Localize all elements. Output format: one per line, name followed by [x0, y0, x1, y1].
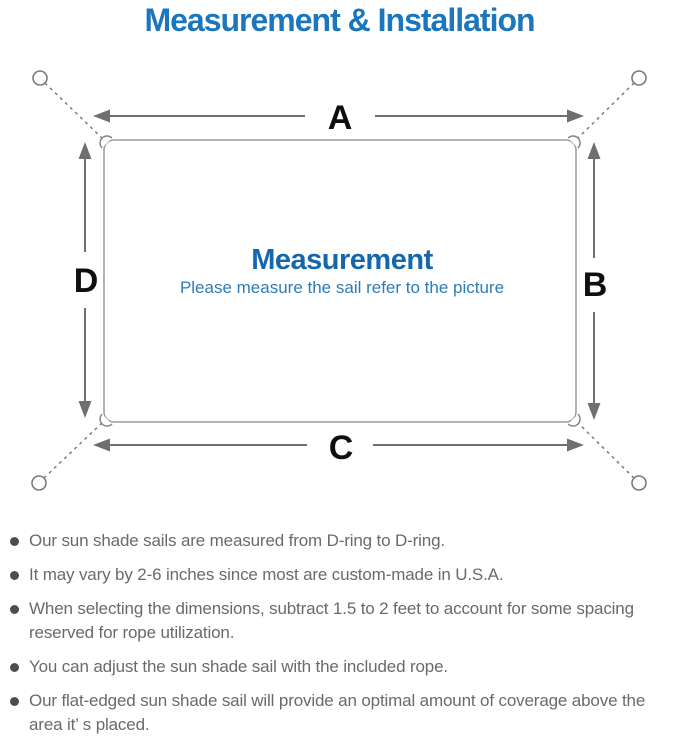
bullet-icon: [10, 605, 19, 614]
tension-line-bottom-left: [43, 421, 104, 479]
page-title: Measurement & Installation: [144, 2, 535, 38]
d-ring-icon-bottom-right: [567, 413, 581, 427]
edge-label-a: A: [328, 99, 353, 137]
anchor-point-circle-top-left: [32, 70, 48, 86]
d-ring-icon-top-right: [567, 135, 581, 149]
d-ring-icon-top-left: [99, 135, 113, 149]
measurement-diagram: A C D B Measurement Please measure the s…: [31, 70, 647, 491]
note-text: When selecting the dimensions, subtract …: [29, 599, 634, 642]
dimension-arrow-d: [78, 142, 92, 418]
tension-line-top-left: [44, 82, 104, 140]
note-text: Our sun shade sails are measured from D-…: [29, 531, 445, 550]
note-item: Our sun shade sails are measured from D-…: [8, 529, 673, 553]
notes-list: Our sun shade sails are measured from D-…: [8, 529, 673, 747]
bullet-icon: [10, 571, 19, 580]
bullet-icon: [10, 663, 19, 672]
edge-label-b: B: [583, 266, 608, 304]
note-item: It may vary by 2-6 inches since most are…: [8, 563, 673, 587]
note-item: When selecting the dimensions, subtract …: [8, 597, 673, 645]
note-text: Our flat-edged sun shade sail will provi…: [29, 691, 646, 734]
note-text: You can adjust the sun shade sail with t…: [29, 657, 448, 676]
sail-outline: [103, 139, 577, 423]
diagram-center-heading: Measurement: [251, 244, 433, 276]
diagram-center-subtitle: Please measure the sail refer to the pic…: [180, 278, 504, 297]
bullet-icon: [10, 697, 19, 706]
tension-line-bottom-right: [576, 421, 635, 479]
note-item: Our flat-edged sun shade sail will provi…: [8, 689, 673, 737]
dimension-arrow-c: [93, 438, 584, 452]
d-ring-icon-bottom-left: [99, 413, 113, 427]
note-text: It may vary by 2-6 inches since most are…: [29, 565, 504, 584]
dimension-arrow-b: [587, 142, 601, 420]
edge-label-c: C: [329, 429, 354, 467]
edge-label-d: D: [74, 262, 99, 300]
bullet-icon: [10, 537, 19, 546]
tension-line-top-right: [576, 82, 635, 140]
anchor-point-circle-top-right: [631, 70, 647, 86]
dimension-arrow-a: [93, 109, 584, 123]
anchor-point-circle-bottom-left: [31, 475, 47, 491]
anchor-point-circle-bottom-right: [631, 475, 647, 491]
note-item: You can adjust the sun shade sail with t…: [8, 655, 673, 679]
